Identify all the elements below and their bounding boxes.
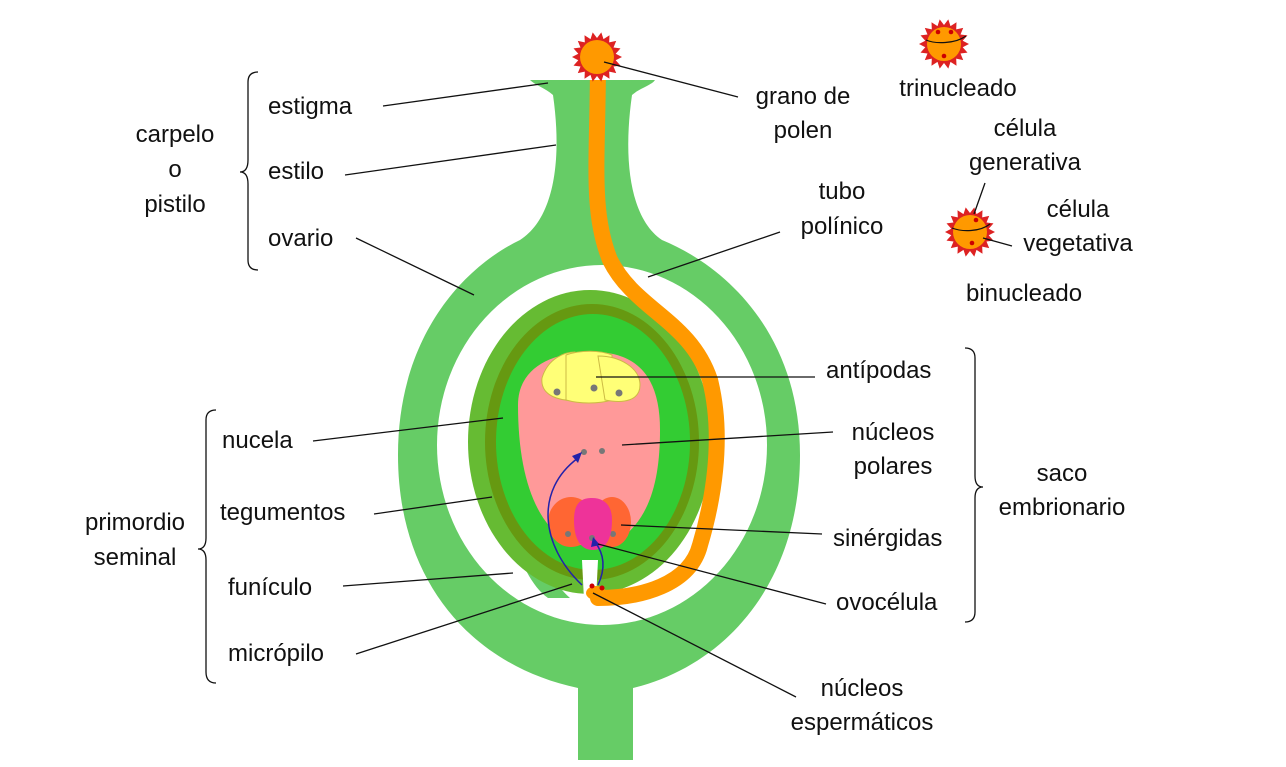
label-celula-vegetativa-1: célula — [1047, 196, 1110, 223]
pollen-core — [953, 215, 987, 249]
sperm-nucleus — [599, 585, 605, 591]
pollen-core — [580, 40, 614, 74]
carpel-brace — [239, 71, 259, 271]
label-funiculo: funículo — [228, 574, 312, 601]
label-estigma: estigma — [268, 93, 353, 120]
label-nucleos-espermaticos-2: espermáticos — [791, 709, 934, 736]
label-grano-polen-2: polen — [774, 117, 833, 144]
label-nucleos-polares-2: polares — [854, 453, 933, 480]
label-nucleos-espermaticos-1: núcleos — [821, 675, 904, 702]
label-trinucleado: trinucleado — [899, 75, 1016, 102]
ovule — [468, 290, 712, 600]
label-ovocelula: ovocélula — [836, 589, 938, 616]
label-micropilo: micrópilo — [228, 640, 324, 667]
spiky-pollen-grain-icon — [572, 32, 622, 82]
label-carpelo-2: o — [168, 156, 181, 183]
label-nucleos-polares-1: núcleos — [852, 419, 935, 446]
label-primordio-1: primordio — [85, 509, 185, 536]
label-tubo-1: tubo — [819, 178, 866, 205]
labels: carpelo o pistilo estigma estilo ovario … — [85, 75, 1133, 736]
label-celula-vegetativa-2: vegetativa — [1023, 230, 1133, 257]
label-nucela: nucela — [222, 427, 293, 454]
trinucleate-pollen-icon — [919, 19, 969, 69]
pollen-core — [927, 27, 961, 61]
label-saco-2: embrionario — [999, 494, 1126, 521]
label-binucleado: binucleado — [966, 280, 1082, 307]
label-antipodas: antípodas — [826, 357, 931, 384]
label-ovario: ovario — [268, 225, 333, 252]
sperm-nucleus — [589, 583, 595, 589]
label-sinergidas: sinérgidas — [833, 525, 942, 552]
label-celula-generativa-1: célula — [994, 115, 1057, 142]
label-estilo: estilo — [268, 158, 324, 185]
label-carpelo-3: pistilo — [144, 191, 205, 218]
pollen-tube — [588, 80, 725, 606]
label-grano-polen-1: grano de — [756, 83, 851, 110]
label-carpelo-1: carpelo — [136, 121, 215, 148]
pollen-tube-path — [588, 80, 725, 606]
antipodal-cells — [541, 350, 641, 404]
leader-lines — [312, 61, 1013, 698]
label-tegumentos: tegumentos — [220, 499, 345, 526]
label-saco-1: saco — [1037, 460, 1088, 487]
label-celula-generativa-2: generativa — [969, 149, 1082, 176]
polar-nuclei — [581, 448, 605, 455]
label-primordio-2: seminal — [94, 544, 177, 571]
fertilization-arrows — [547, 452, 604, 586]
label-tubo-2: polínico — [801, 213, 884, 240]
binucleate-pollen-icon — [945, 207, 995, 257]
ovule-brace — [197, 409, 217, 684]
embryo-sac-brace — [964, 347, 984, 623]
